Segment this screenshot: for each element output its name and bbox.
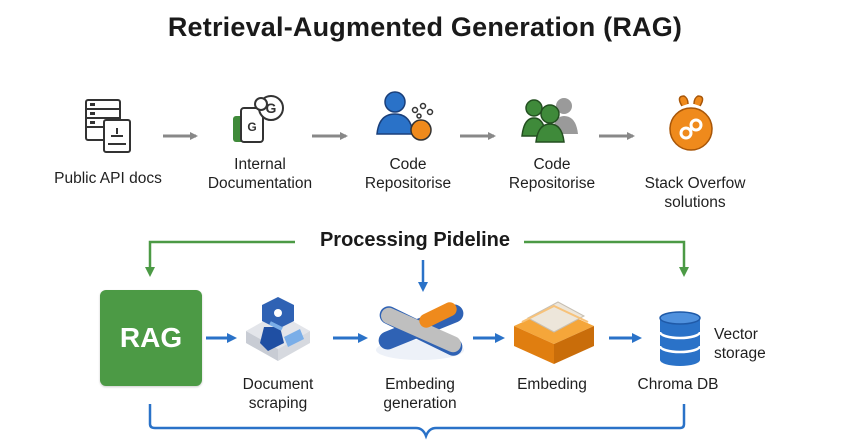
- source-label-stack-overflow: Stack Overfow solutions: [644, 175, 746, 211]
- embedding-layers-icon: [514, 301, 594, 364]
- diagram-title: Retrieval-Augmented Generation (RAG): [167, 12, 683, 42]
- pipeline-green-line-left: [145, 240, 295, 277]
- svg-text:G: G: [247, 120, 256, 134]
- users-icon: [521, 98, 578, 143]
- bottom-bracket: [148, 404, 686, 440]
- pipeline-green-line-right: [524, 240, 689, 277]
- pipeline-title: Processing Pideline: [319, 229, 511, 251]
- document-scraping-icon: [246, 297, 310, 361]
- vector-storage-label: Vector storage: [714, 326, 766, 362]
- stack-overflow-icon: [669, 95, 713, 151]
- code-user-icon: [376, 91, 434, 141]
- source-label-public-api-docs: Public API docs: [54, 170, 162, 187]
- database-icon: [658, 311, 702, 366]
- source-label-internal-docs: Internal Documentation: [207, 156, 313, 192]
- google-docs-icon: G G: [233, 95, 284, 143]
- step-label-embedding: Embeding: [517, 376, 587, 393]
- embedding-generation-icon: [376, 302, 464, 360]
- api-docs-icon: [85, 99, 131, 153]
- source-label-code-repos-1: Code Repositorise: [364, 156, 452, 192]
- rag-box: RAG: [100, 290, 202, 386]
- step-label-document-scraping: Document scraping: [242, 376, 314, 412]
- step-label-embedding-generation: Embeding generation: [383, 376, 457, 412]
- svg-text:G: G: [266, 100, 277, 116]
- step-label-chroma-db: Chroma DB: [637, 376, 719, 393]
- source-label-code-repos-2: Code Repositorise: [508, 156, 596, 192]
